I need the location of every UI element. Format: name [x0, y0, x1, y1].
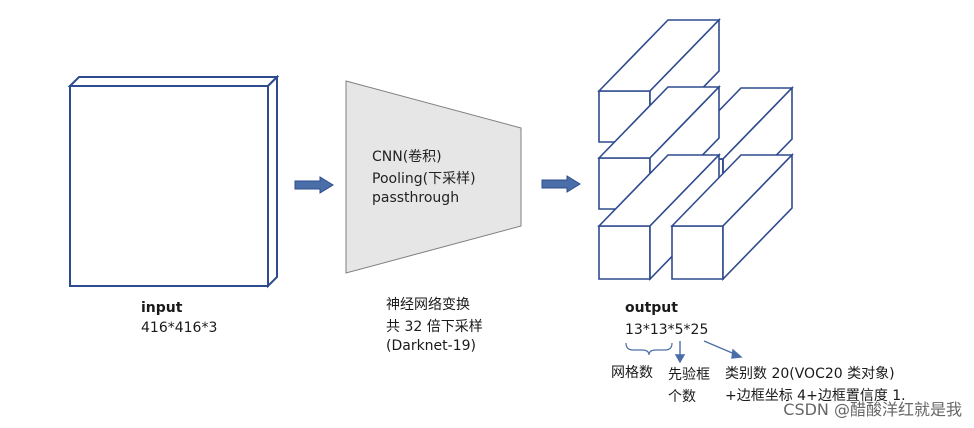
output-title: output [625, 300, 678, 316]
annotation-class-line1: 类别数 20(VOC20 类对象) [725, 366, 895, 382]
network-line-passthrough: passthrough [372, 190, 460, 206]
network-caption-2: 共 32 倍下采样 [386, 319, 483, 335]
output-dims: 13*13*5*25 [625, 322, 709, 338]
annotation-class-line2: +边框坐标 4+边框置信度 1. [725, 388, 906, 404]
network-line-cnn: CNN(卷积) [372, 149, 442, 165]
output-prism-grid [597, 18, 794, 281]
annotation-anchor-line1: 先验框 [668, 367, 710, 383]
pointer-arrows [674, 340, 743, 364]
annotation-anchor-line2: 个数 [668, 389, 696, 405]
network-trapezoid [345, 80, 522, 274]
network-caption-3: (Darknet-19) [386, 338, 476, 354]
annotation-grid: 网格数 [611, 365, 653, 381]
brace-grid [625, 342, 673, 356]
prism-bottom-right [670, 153, 794, 281]
input-cube [67, 74, 280, 289]
input-dims: 416*416*3 [141, 320, 218, 336]
watermark: CSDN @醋酸洋红就是我 [783, 400, 962, 419]
arrow-right-icon [294, 176, 334, 194]
network-line-pooling: Pooling(下采样) [372, 171, 476, 187]
input-title: input [141, 300, 183, 316]
arrow-right-icon [541, 175, 581, 193]
network-caption-1: 神经网络变换 [386, 297, 470, 313]
